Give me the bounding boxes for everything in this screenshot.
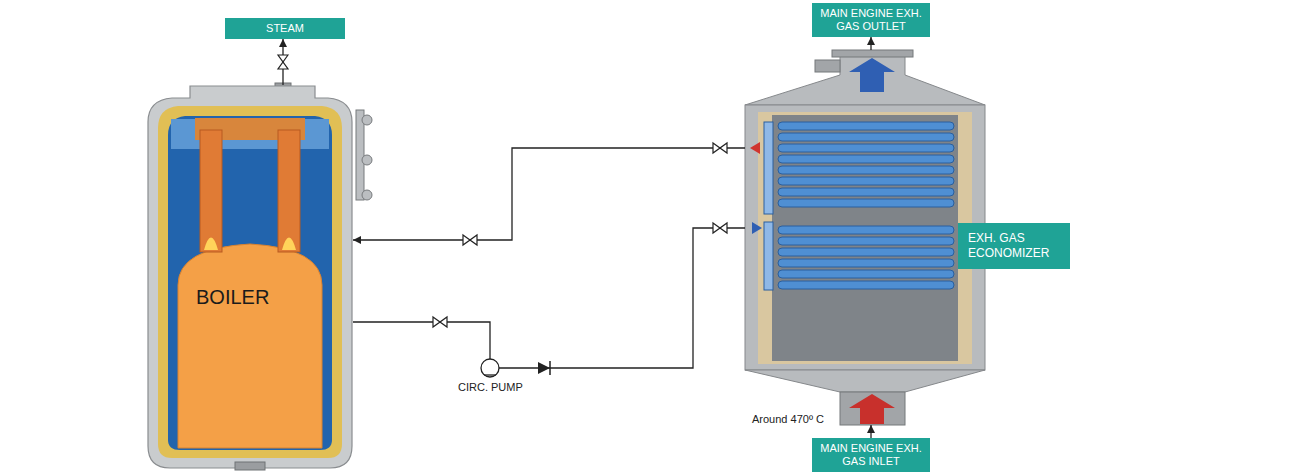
valve-symbol [713, 223, 727, 233]
valve-symbol [713, 143, 727, 153]
flue-tube [200, 130, 222, 252]
boiler-jacket [148, 86, 352, 468]
valve-symbol [278, 55, 288, 69]
valve-symbol [463, 235, 477, 245]
coil-tube [778, 144, 954, 152]
pipe-line [353, 148, 745, 240]
pipe-line [353, 228, 745, 368]
pump-casing [481, 359, 499, 377]
gas-inlet-arrow [849, 394, 895, 424]
gas-chamber [772, 115, 958, 361]
valve-body [713, 223, 727, 233]
boiler-vessel: BOILER [148, 85, 353, 470]
boiler-insulation [158, 106, 342, 458]
coil-tube [778, 237, 954, 245]
pipe-line [870, 37, 871, 50]
side-nozzle [815, 60, 840, 72]
tag-text: MAIN ENGINE EXH. GAS OUTLET [820, 7, 922, 33]
economizer-illustration [745, 50, 985, 425]
outlet-flange [832, 50, 913, 57]
coil-tube [778, 166, 954, 174]
header-pipe [764, 122, 773, 214]
economizer-hood [745, 56, 985, 105]
flame [282, 238, 296, 251]
coil-tube [778, 248, 954, 256]
feed-water-arrow [752, 222, 762, 234]
furnace [178, 244, 322, 448]
flue-tube [278, 130, 300, 252]
coil-tube [778, 188, 954, 196]
casing-insulation [758, 112, 972, 364]
pump-symbol [481, 359, 499, 377]
coil-tube [778, 270, 954, 278]
tag-text: STEAM [233, 22, 337, 35]
steam-tag: STEAM [225, 18, 345, 39]
pipe-line [870, 425, 871, 438]
gas-outlet-arrow [849, 58, 895, 92]
valve-body [713, 143, 727, 153]
gauge-valve [362, 190, 372, 200]
economizer-casing [745, 105, 985, 370]
check-valve-seat [549, 361, 551, 375]
check-valve-body [538, 362, 550, 374]
hot-water-arrow [750, 142, 760, 154]
coil-tube [778, 281, 954, 289]
check-valve-symbol [538, 361, 550, 375]
pump-base [484, 374, 496, 375]
valve-symbol [433, 317, 447, 327]
steam-space [171, 119, 329, 149]
pump-label: CIRC. PUMP [458, 381, 523, 394]
flame [204, 238, 218, 251]
coil-tube [778, 259, 954, 267]
outlet-tag: MAIN ENGINE EXH. GAS OUTLET [812, 3, 930, 37]
vessel-name: BOILER [196, 285, 269, 309]
boiler-illustration [148, 83, 372, 470]
inlet-pipe [840, 392, 905, 425]
header-pipe [764, 222, 773, 290]
drain-fitting [235, 462, 265, 470]
coil-tube [778, 133, 954, 141]
tag-text: MAIN ENGINE EXH. GAS INLET [820, 442, 922, 468]
valves [278, 55, 727, 327]
coil-tube [778, 122, 954, 130]
coil-tube [778, 155, 954, 163]
coil-tube [778, 199, 954, 207]
economizer-tag: EXH. GAS ECONOMIZER [958, 223, 1070, 269]
gauge-valve [362, 155, 372, 165]
temperature-note: Around 470º C [752, 413, 824, 426]
valve-body [278, 55, 288, 69]
economizer-bottom [745, 370, 985, 392]
gauge-valve [362, 115, 372, 125]
coil-tube [778, 177, 954, 185]
economizer-unit: EXH. GAS ECONOMIZER [745, 50, 1075, 425]
coil-bundle [778, 122, 954, 289]
inlet-tag: MAIN ENGINE EXH. GAS INLET [812, 438, 930, 472]
valve-body [463, 235, 477, 245]
valve-body [433, 317, 447, 327]
water-space [168, 116, 332, 450]
coil-tube [778, 226, 954, 234]
